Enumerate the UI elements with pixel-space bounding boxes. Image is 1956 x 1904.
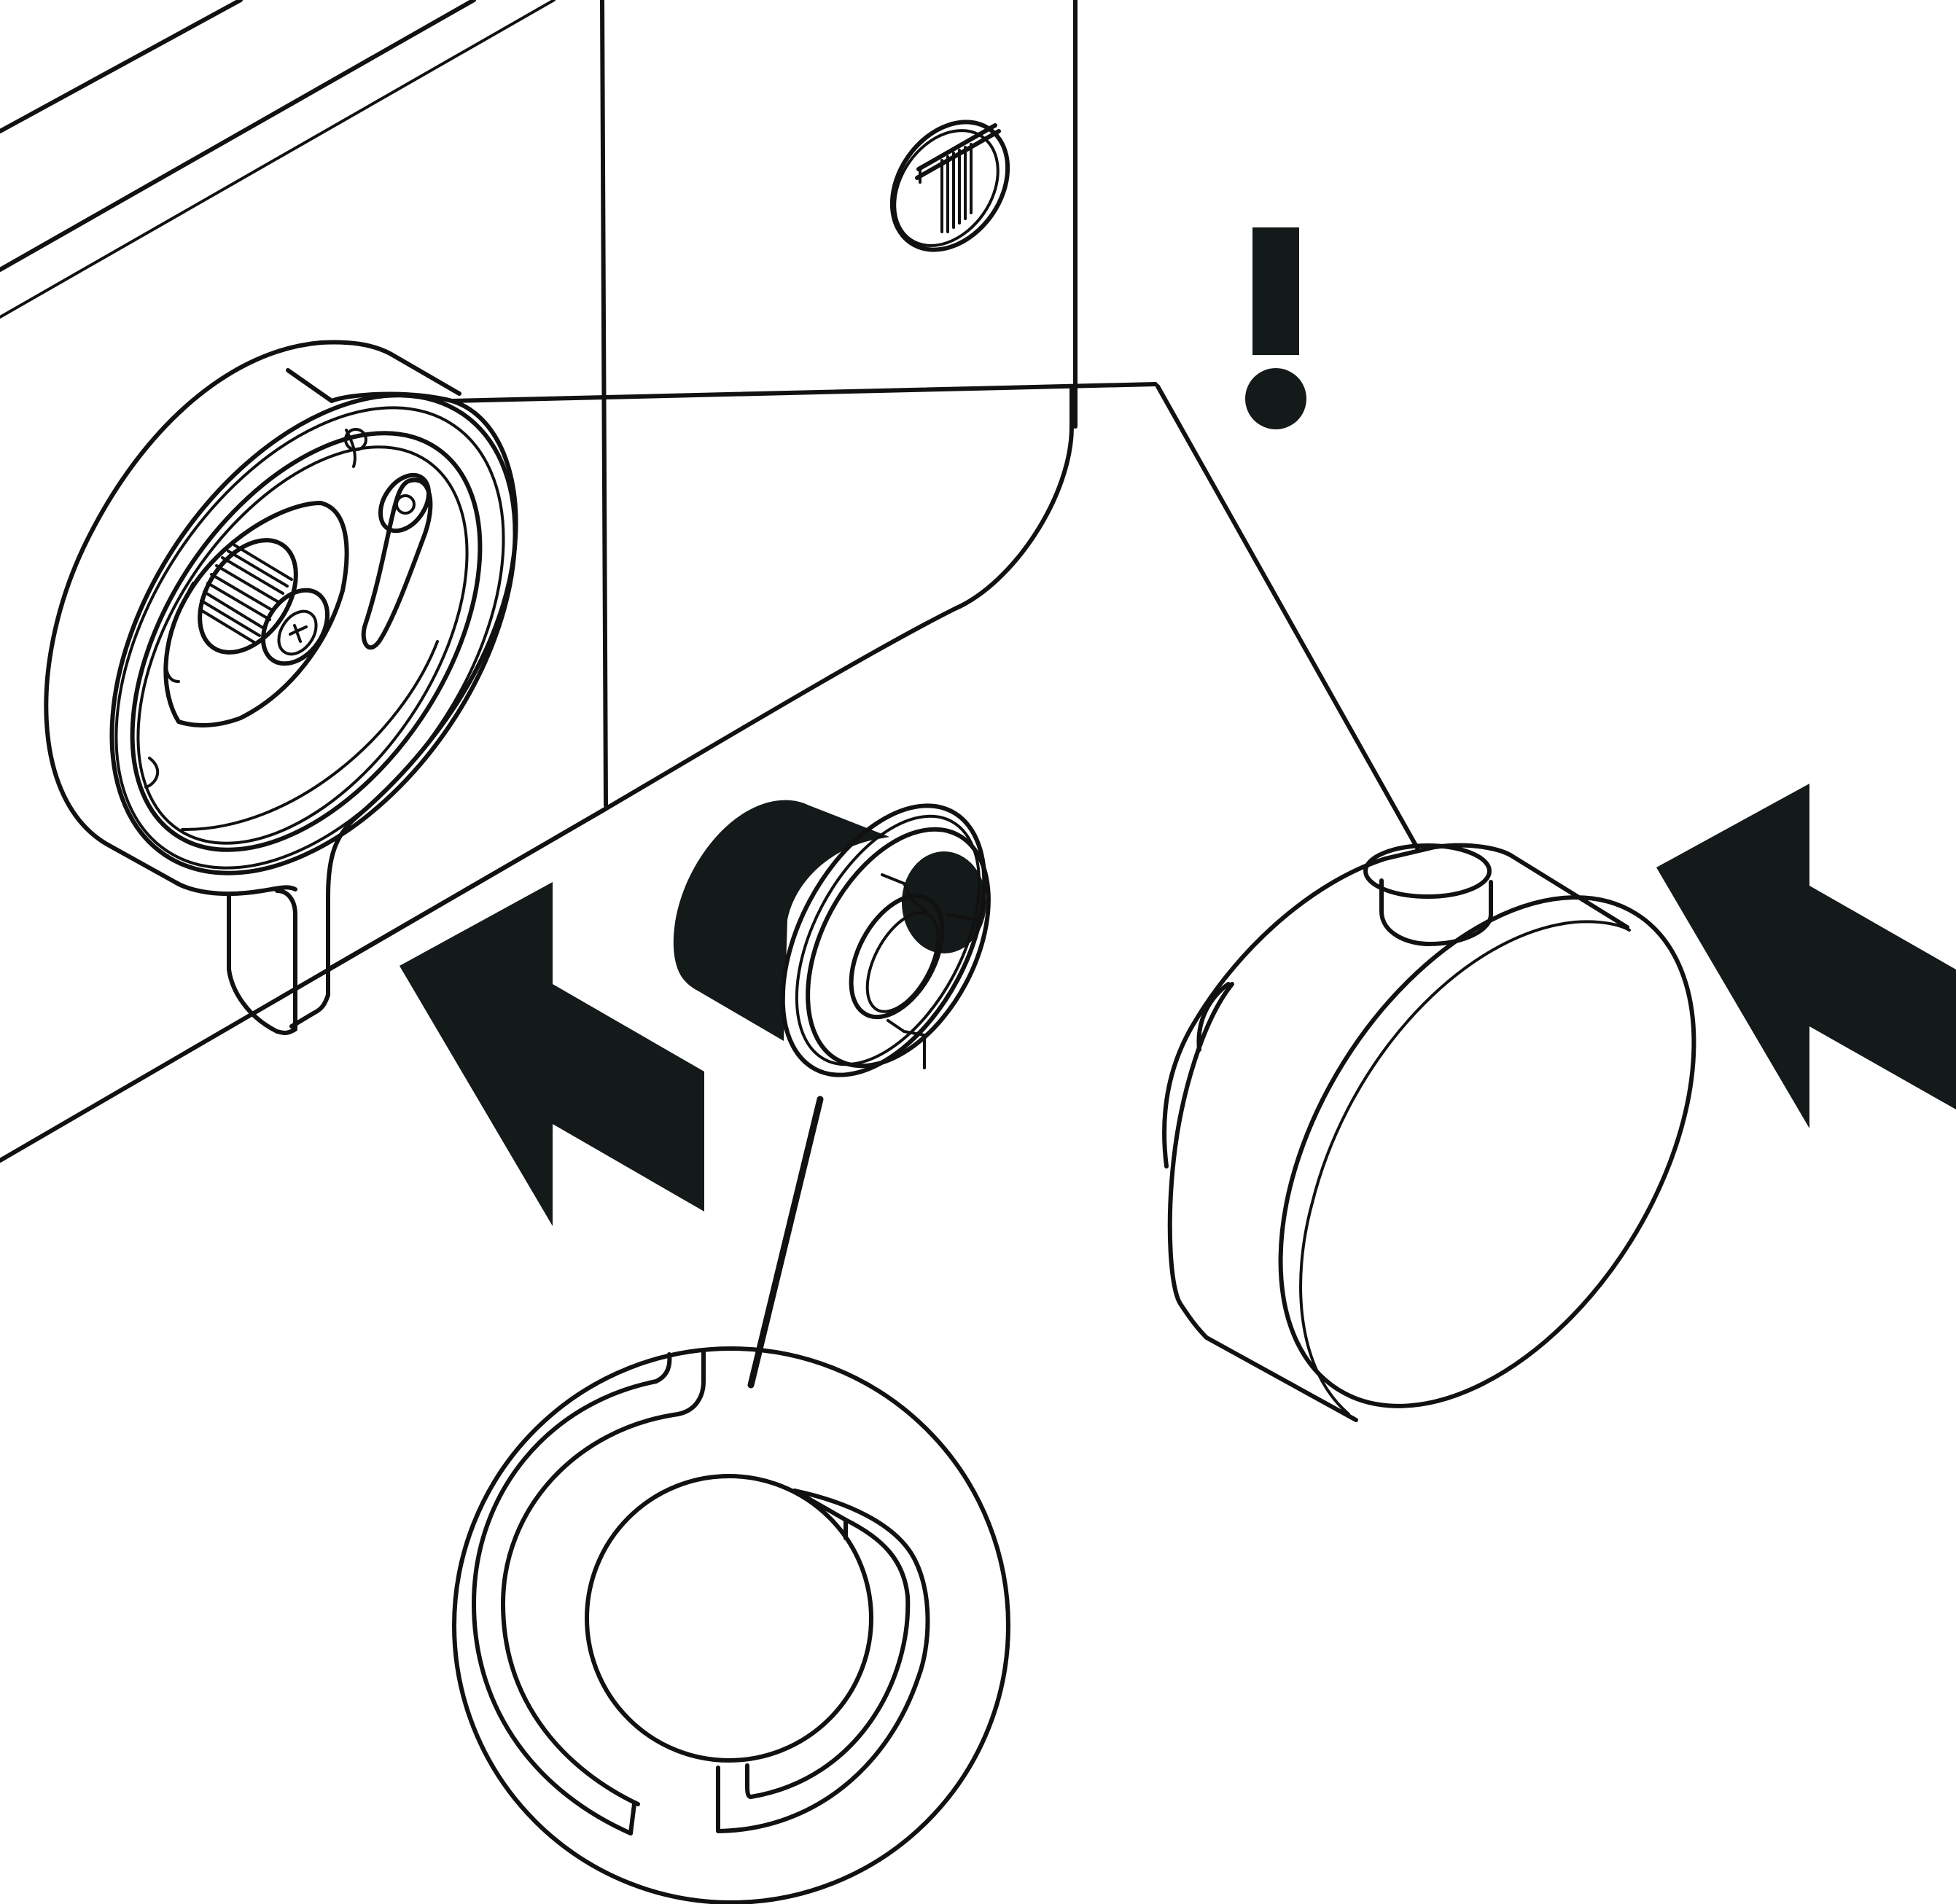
cartridge-spline — [198, 544, 293, 644]
exclamation-icon: ! — [1245, 227, 1306, 429]
valve-cartridge — [163, 472, 433, 727]
adapter-leader-line — [747, 1096, 824, 1389]
split-ring-detail — [452, 1346, 1010, 1904]
arrow-icon — [1656, 784, 1956, 1128]
arrow-icon — [400, 882, 704, 1226]
shower-symbol-icon — [889, 120, 1010, 252]
wall-housing — [0, 0, 1420, 1163]
adapter-sleeve — [673, 800, 991, 1077]
valve-housing — [44, 340, 518, 1035]
handle-knob — [1162, 843, 1696, 1422]
